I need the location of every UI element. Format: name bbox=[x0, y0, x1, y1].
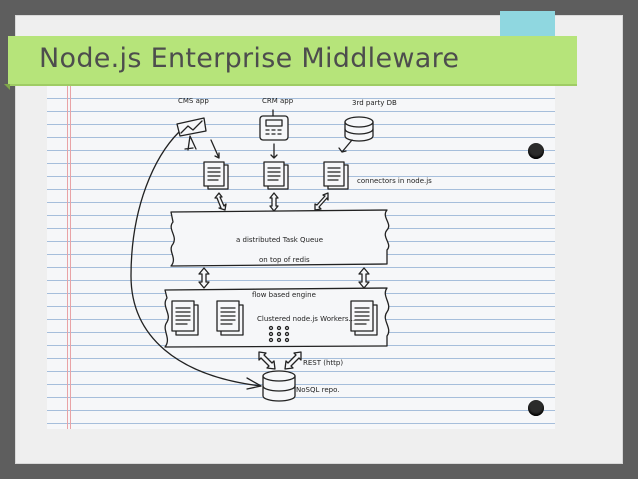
nosql-repo-icon bbox=[262, 370, 296, 402]
connector-doc-1 bbox=[203, 161, 229, 190]
crm-app-label: CRM app bbox=[262, 97, 294, 105]
nosql-to-cms-curve bbox=[130, 131, 262, 387]
engine-doc-1 bbox=[171, 300, 199, 336]
connector-doc-3 bbox=[323, 161, 349, 190]
corner-tab bbox=[500, 11, 555, 39]
architecture-diagram: CMS app CRM app 3rd party DB bbox=[130, 97, 432, 402]
crm-app-icon bbox=[259, 109, 289, 141]
flow-engine-label: flow based engine bbox=[252, 291, 316, 299]
crm-to-connector-arrow bbox=[270, 143, 278, 159]
engine-doc-3 bbox=[350, 300, 378, 336]
task-queue-label: a distributed Task Queue bbox=[236, 236, 323, 244]
third-party-db-icon bbox=[344, 116, 374, 142]
engine-doc-2 bbox=[216, 300, 244, 336]
rest-label: REST (http) bbox=[303, 359, 343, 367]
engine-nosql-arrows bbox=[258, 351, 302, 370]
connectors-label: connectors in node.js bbox=[357, 177, 432, 185]
redis-label: on top of redis bbox=[259, 256, 310, 264]
binder-hole-top bbox=[528, 143, 544, 159]
title-banner bbox=[4, 36, 577, 90]
slide-title: Node.js Enterprise Middleware bbox=[39, 43, 460, 74]
binder-hole-bottom bbox=[528, 400, 544, 416]
workers-dots bbox=[268, 325, 290, 343]
db-to-connector-arrow bbox=[338, 139, 353, 153]
cms-to-connector-arrow bbox=[210, 139, 220, 159]
cms-app-label: CMS app bbox=[178, 97, 209, 105]
third-party-db-label: 3rd party DB bbox=[352, 99, 397, 107]
nosql-curve-arrowhead bbox=[246, 377, 262, 390]
cms-app-icon bbox=[176, 117, 207, 151]
task-queue-box bbox=[170, 209, 390, 267]
notebook-paper: CMS app CRM app 3rd party DB bbox=[47, 86, 555, 429]
connector-queue-arrows bbox=[214, 192, 329, 212]
workers-label: Clustered node.js Workers... bbox=[257, 315, 355, 323]
nosql-label: NoSQL repo. bbox=[296, 386, 339, 394]
connector-doc-2 bbox=[263, 161, 289, 190]
queue-engine-arrows bbox=[198, 267, 370, 289]
